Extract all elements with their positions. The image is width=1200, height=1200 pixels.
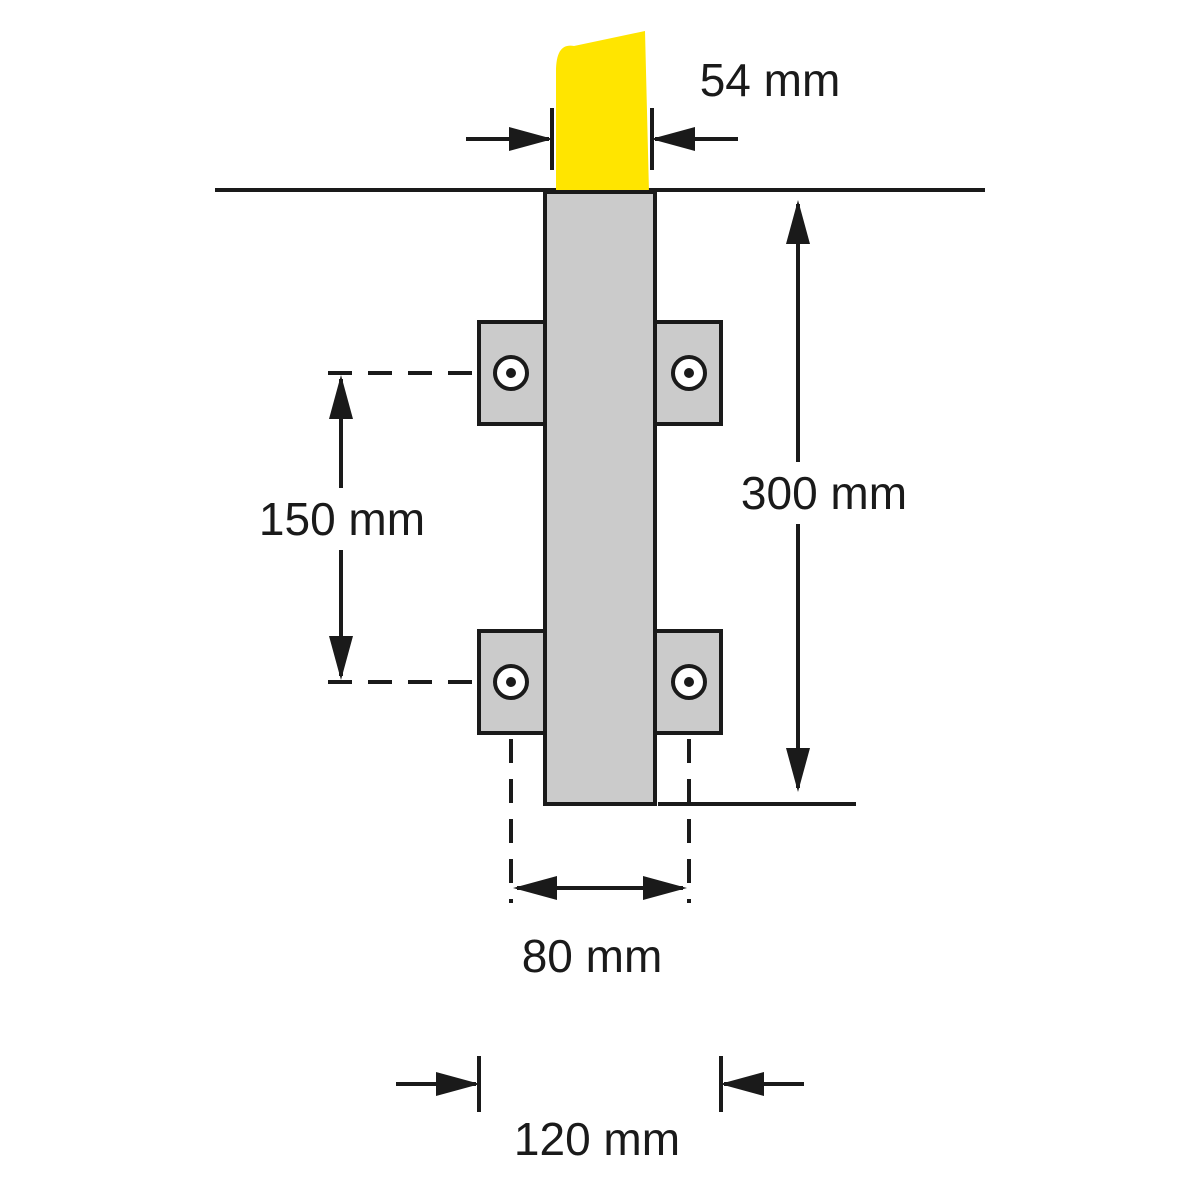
dimension-label-300mm: 300 mm: [741, 467, 907, 519]
label-background: [726, 462, 922, 524]
dimension-label-150mm: 150 mm: [259, 493, 425, 545]
dimension-underground-depth: 300 mm: [658, 200, 922, 806]
post-below-ground: [543, 190, 657, 806]
dimension-bolt-hole-spacing: 80 mm: [509, 739, 691, 982]
dimension-label-54mm: 54 mm: [700, 54, 841, 106]
bolt-hole-top-left: [493, 355, 529, 391]
bolt-hole-bottom-left: [493, 664, 529, 700]
dimension-label-80mm: 80 mm: [522, 930, 663, 982]
bolt-hole-top-right: [671, 355, 707, 391]
label-background: [244, 488, 440, 550]
dimension-plate-spacing: 150 mm: [244, 371, 476, 684]
dimension-plate-width: 120 mm: [396, 1056, 804, 1165]
post-above-ground: [556, 31, 649, 192]
dimension-post-width: 54 mm: [466, 54, 840, 170]
bolt-hole-bottom-right: [671, 664, 707, 700]
dimension-label-120mm: 120 mm: [514, 1113, 680, 1165]
